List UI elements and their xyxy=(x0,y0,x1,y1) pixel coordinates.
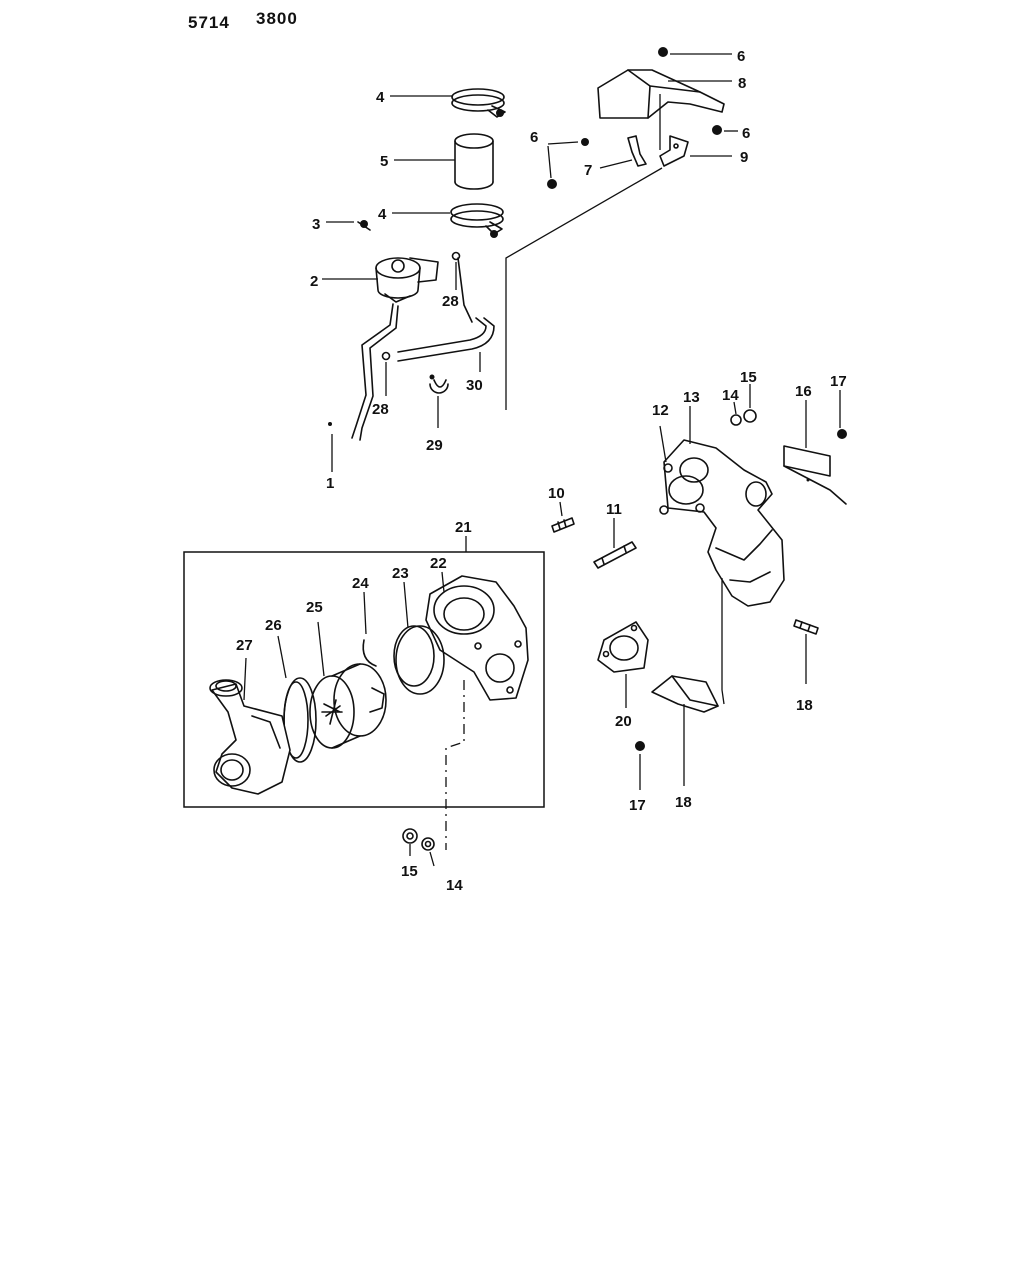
callout-18-right: 18 xyxy=(796,697,813,714)
heat-protector xyxy=(597,69,725,119)
stud-18 xyxy=(793,619,819,635)
callout-11: 11 xyxy=(606,501,622,518)
callout-22: 22 xyxy=(430,555,447,572)
stud-11 xyxy=(593,541,637,569)
callout-7: 7 xyxy=(584,162,592,179)
bolt-6-right xyxy=(712,125,722,135)
nut-15-lower xyxy=(402,828,418,844)
seal-ring xyxy=(362,639,377,667)
callout-6-left: 6 xyxy=(530,129,538,146)
callout-5: 5 xyxy=(380,153,388,170)
turbocharger-assembly-frame xyxy=(183,551,545,808)
bracket-9 xyxy=(659,135,689,167)
compressor-housing xyxy=(209,679,291,795)
callout-3: 3 xyxy=(312,216,320,233)
callout-14-upper: 14 xyxy=(722,387,739,404)
washer-14-upper xyxy=(730,414,742,426)
callout-18-lower: 18 xyxy=(675,794,692,811)
plate-16 xyxy=(783,445,847,505)
bolt-3 xyxy=(357,220,371,231)
callout-28-lower: 28 xyxy=(372,401,389,418)
heat-shield-18 xyxy=(651,675,719,713)
callout-1: 1 xyxy=(326,475,334,492)
callout-21: 21 xyxy=(455,519,472,536)
vacuum-hose xyxy=(397,257,495,362)
stud-10 xyxy=(551,517,575,533)
callout-27: 27 xyxy=(236,637,253,654)
callout-28-upper: 28 xyxy=(442,293,459,310)
callout-4-upper: 4 xyxy=(376,89,385,106)
bolt-17-upper xyxy=(837,429,847,439)
gasket-20 xyxy=(597,621,649,673)
callout-17-upper: 17 xyxy=(830,373,847,390)
washer-28-upper xyxy=(451,251,461,261)
hose-clamp-upper xyxy=(451,88,506,118)
callout-29: 29 xyxy=(426,437,443,454)
callout-16: 16 xyxy=(795,383,812,400)
callout-2: 2 xyxy=(310,273,318,290)
nut-15-upper xyxy=(743,409,757,423)
callout-13: 13 xyxy=(683,389,700,406)
callout-15-lower: 15 xyxy=(401,863,418,880)
callout-6-top: 6 xyxy=(737,48,745,65)
washer-14-lower xyxy=(421,837,435,851)
callout-24: 24 xyxy=(352,575,369,592)
bolt-6-left xyxy=(547,138,589,189)
exhaust-fitting xyxy=(659,439,785,607)
assembly-connection-line xyxy=(445,680,465,850)
hose-clamp-lower xyxy=(450,203,504,238)
figure-code: 3800 xyxy=(256,9,298,28)
turbo-cartridge xyxy=(309,663,387,749)
callout-6-right: 6 xyxy=(742,125,750,142)
turbine-housing xyxy=(425,575,529,701)
group-code: 5714 xyxy=(188,13,230,32)
callout-8: 8 xyxy=(738,75,746,92)
reference-line xyxy=(505,167,663,410)
callout-20: 20 xyxy=(615,713,632,730)
callout-12: 12 xyxy=(652,402,669,419)
bracket-7 xyxy=(627,135,647,167)
snap-rings xyxy=(393,625,445,695)
callout-25: 25 xyxy=(306,599,323,616)
callout-10: 10 xyxy=(548,485,565,502)
callout-23: 23 xyxy=(392,565,409,582)
hose-clip xyxy=(429,374,449,394)
washer-28-lower xyxy=(381,351,391,361)
callout-15-upper: 15 xyxy=(740,369,757,386)
callout-30: 30 xyxy=(466,377,483,394)
callout-17-lower: 17 xyxy=(629,797,646,814)
actuator-rod xyxy=(328,303,399,441)
callout-9: 9 xyxy=(740,149,748,166)
intake-hose xyxy=(454,133,494,190)
callout-26: 26 xyxy=(265,617,282,634)
back-plate xyxy=(283,677,317,763)
callout-4-lower: 4 xyxy=(378,206,387,223)
wastegate-actuator xyxy=(375,257,439,303)
bolt-6-top xyxy=(658,47,668,57)
callout-14-lower: 14 xyxy=(446,877,463,894)
bolt-17-lower xyxy=(635,741,645,751)
